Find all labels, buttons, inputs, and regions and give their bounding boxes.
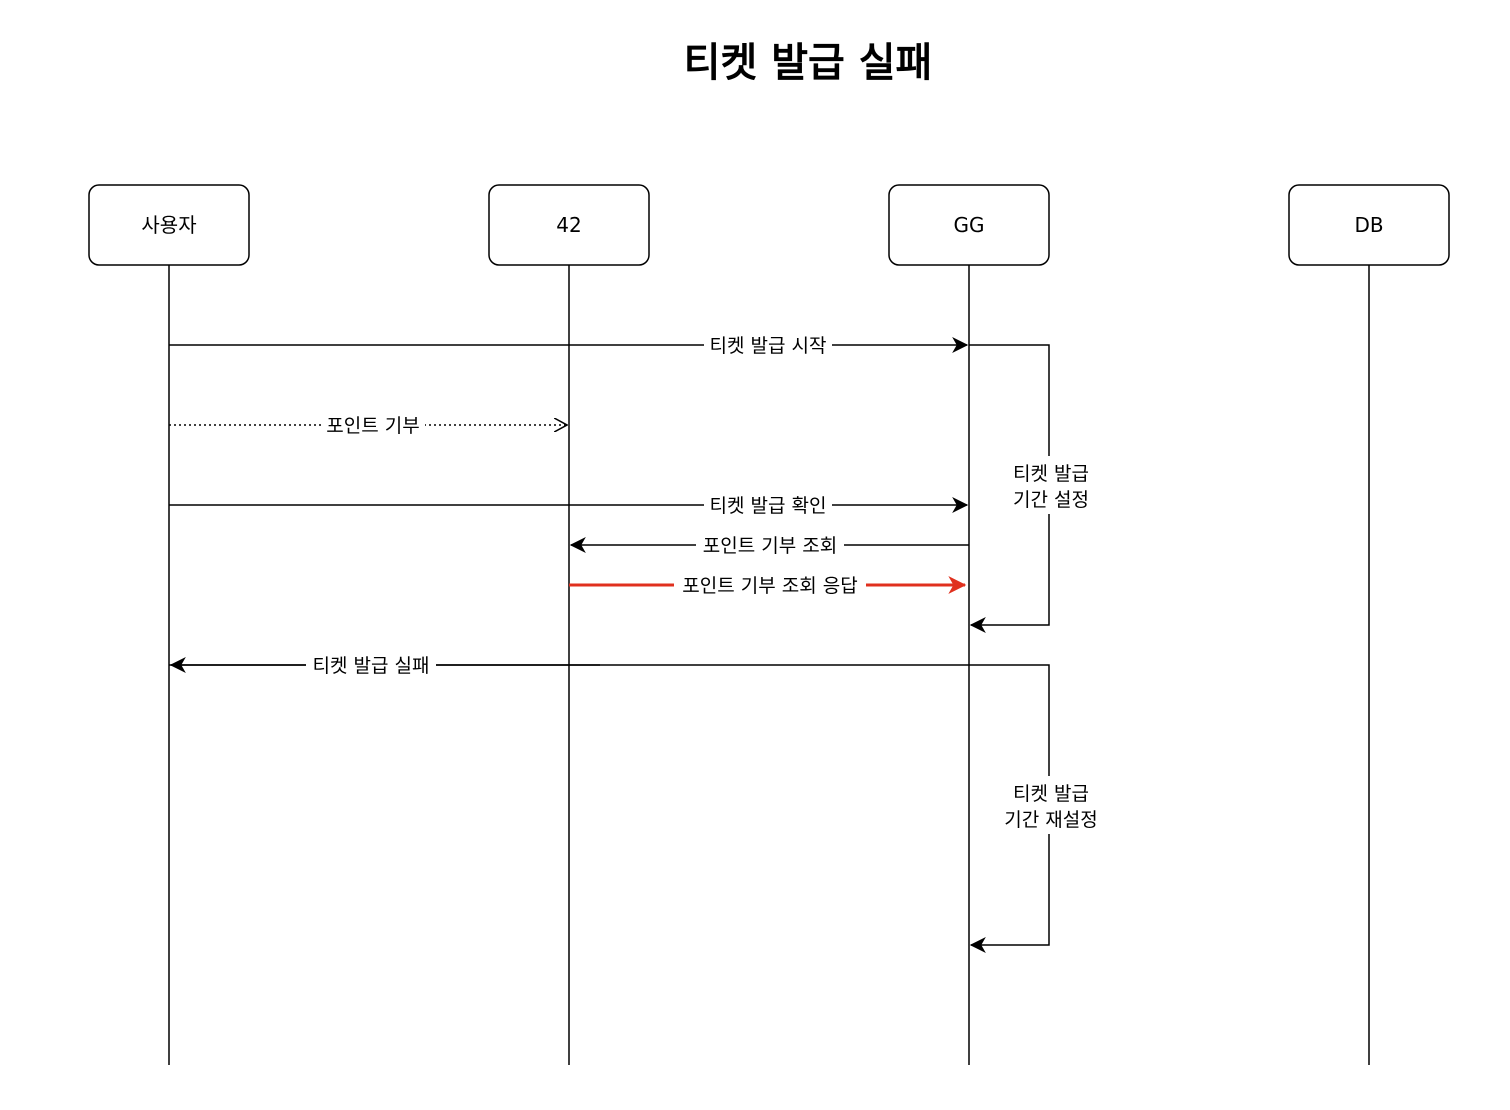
participant-box-user [88,184,250,266]
participant-box-42 [488,184,650,266]
message-label: 포인트 기부 [326,415,419,437]
message-label: 티켓 발급 확인 [710,495,827,517]
participant-label-user: 사용자 [141,213,196,237]
self-call-label-line2: 기간 재설정 [1004,809,1097,831]
self-call-label-line1: 티켓 발급 [1013,783,1089,805]
participant-label-42: 42 [556,213,581,237]
self-call-label-bg [994,776,1108,834]
self-call-period-setting: 티켓 발급 기간 설정 [969,344,1096,633]
diagram-title: 티켓 발급 실패 [684,40,933,86]
message-point-donation: 포인트 기부 [169,413,567,437]
message-label-bg [674,573,866,597]
participant-box-gg [888,184,1050,266]
participant-42: 42 [488,184,650,1065]
self-call-arrow [169,664,1050,953]
self-call-label-bg [1002,456,1096,514]
message-label: 포인트 기부 조회 응답 [682,575,857,597]
participant-db: DB [1288,184,1450,1065]
message-label-bg [704,493,832,517]
participant-box-db [1288,184,1450,266]
message-ticket-failed: 티켓 발급 실패 [169,653,600,677]
participant-user: 사용자 [88,184,250,1065]
self-call-label-line2: 기간 설정 [1013,489,1089,511]
message-point-query-response: 포인트 기부 조회 응답 [569,573,967,597]
message-ticket-confirm: 티켓 발급 확인 [169,493,969,517]
self-call-period-reset: 티켓 발급 기간 재설정 [169,664,1108,953]
message-label: 티켓 발급 시작 [710,335,827,357]
participant-label-gg: GG [954,213,985,237]
message-label: 티켓 발급 실패 [313,655,430,677]
message-label-bg [306,653,436,677]
message-ticket-start: 티켓 발급 시작 [169,333,969,357]
participant-gg: GG [888,184,1050,1065]
message-label: 포인트 기부 조회 [703,535,837,557]
message-label-bg [321,413,425,437]
participant-label-db: DB [1354,213,1383,237]
message-point-query: 포인트 기부 조회 [569,533,969,557]
self-call-label-line1: 티켓 발급 [1013,463,1089,485]
message-label-bg [696,533,844,557]
message-label-bg [704,333,832,357]
